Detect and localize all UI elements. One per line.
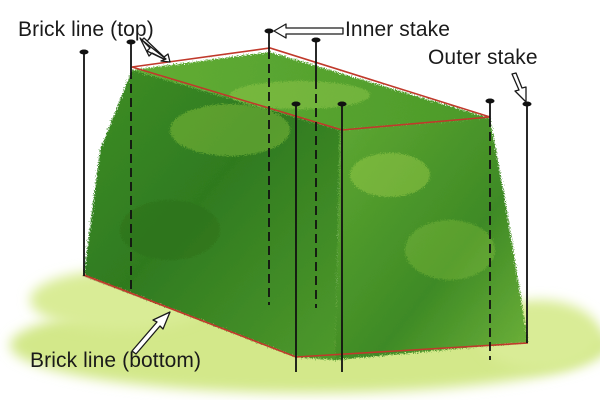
hedge [84, 52, 528, 360]
arrow-outer-stake [511, 72, 527, 103]
outer-stakes [83, 31, 528, 372]
inner-stake-label: Inner stake [345, 18, 450, 41]
brick-line-bottom-label: Brick line (bottom) [30, 349, 202, 372]
stake-heads [79, 28, 532, 107]
outer-stake-label: Outer stake [428, 46, 538, 69]
arrow-inner-stake [273, 23, 344, 39]
arrow-brick-line-top [139, 37, 171, 63]
arrow-brick-line-bottom [131, 311, 171, 355]
inner-stakes-hidden [130, 50, 491, 360]
brick-line-top-label: Brick line (top) [18, 18, 154, 41]
